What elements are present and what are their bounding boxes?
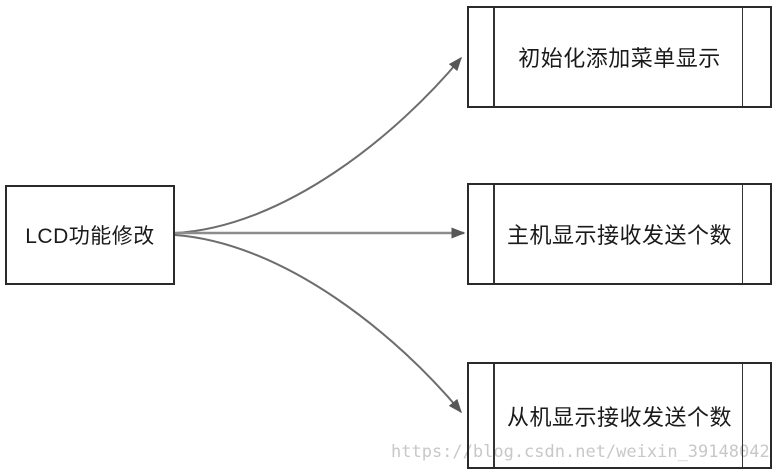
- node-lcd-function-label: LCD功能修改: [25, 225, 155, 248]
- node-init-menu-label: 初始化添加菜单显示: [518, 46, 721, 71]
- node-init-menu: 初始化添加菜单显示: [467, 6, 772, 108]
- watermark-url: https://blog.csdn.net/weixin_39148042: [391, 442, 770, 462]
- node-slave-count: 从机显示接收发送个数: [467, 362, 772, 469]
- process-bar-right-icon: [741, 185, 743, 283]
- process-bar-left-icon: [493, 8, 495, 106]
- node-lcd-function: LCD功能修改: [5, 185, 175, 285]
- arrow-to-slave-count: [174, 234, 462, 414]
- process-bar-left-icon: [493, 185, 495, 283]
- process-bar-right-icon: [741, 364, 743, 467]
- process-bar-right-icon: [741, 8, 743, 106]
- node-master-count: 主机显示接收发送个数: [467, 183, 772, 285]
- node-slave-count-label: 从机显示接收发送个数: [506, 404, 732, 430]
- arrow-to-init-menu: [174, 56, 462, 234]
- node-master-count-label: 主机显示接收发送个数: [506, 223, 732, 248]
- process-bar-left-icon: [493, 364, 495, 467]
